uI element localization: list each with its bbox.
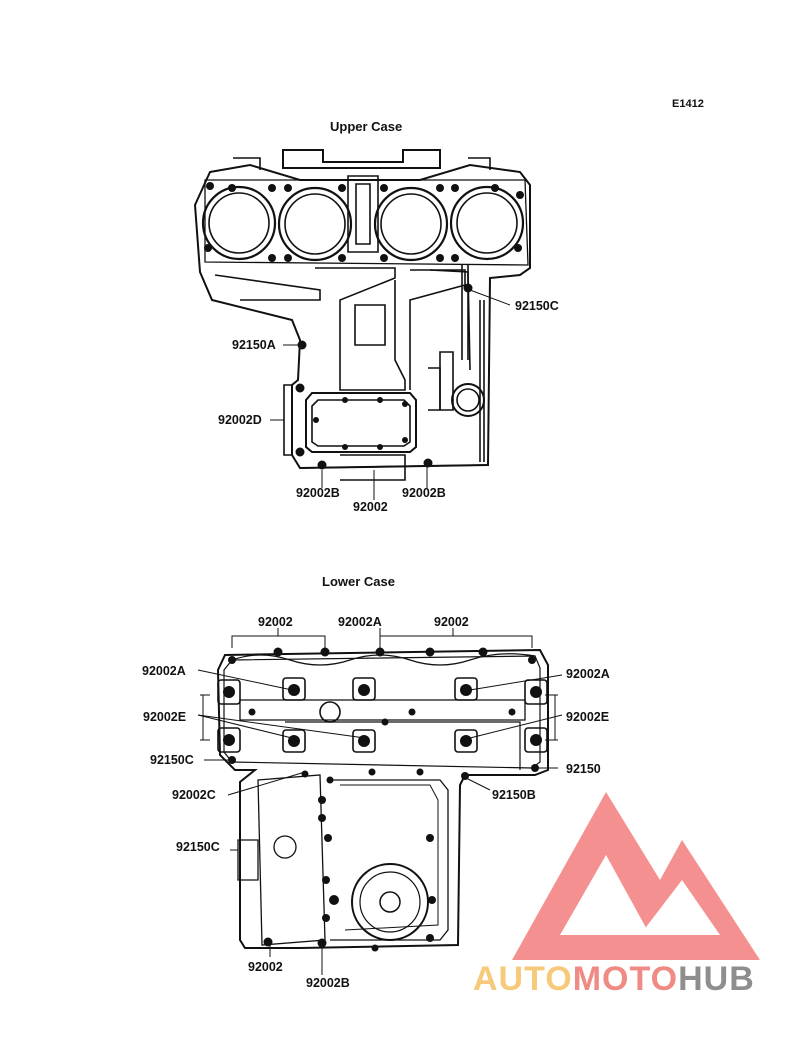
label-92150c-upper: 92150C (515, 299, 559, 313)
figure-code: E1412 (672, 98, 704, 110)
label-92002-lower-top-right: 92002 (434, 615, 469, 629)
watermark-hub: HUB (678, 960, 755, 998)
lower-case-title: Lower Case (322, 574, 395, 589)
upper-bolt-holes (204, 182, 524, 470)
label-92002a-lower-top-mid: 92002A (338, 615, 382, 629)
label-92002e-lower-left: 92002E (143, 710, 187, 724)
upper-case-title: Upper Case (330, 119, 403, 134)
label-92150-lower-right: 92150 (566, 762, 601, 776)
label-92002b-lower-bottom: 92002B (306, 976, 350, 990)
label-92002b-upper-right: 92002B (402, 486, 446, 500)
label-92002a-lower-right: 92002A (566, 667, 610, 681)
label-92150a-upper: 92150A (232, 338, 276, 352)
watermark-logo-icon (512, 792, 760, 960)
label-92150c-lower-side: 92150C (176, 840, 220, 854)
label-92002c-lower-left: 92002C (172, 788, 216, 802)
label-92002a-lower-left: 92002A (142, 664, 186, 678)
label-92150b-lower-right: 92150B (492, 788, 536, 802)
lower-case-drawing (198, 628, 562, 975)
upper-case-drawing (195, 150, 530, 500)
label-92002-upper: 92002 (353, 500, 388, 514)
label-92002-lower-bottom: 92002 (248, 960, 283, 974)
label-92150c-lower-left: 92150C (150, 753, 194, 767)
watermark-auto: AUTO (473, 960, 573, 998)
watermark-moto: MOTO (572, 960, 679, 998)
label-92002e-lower-right: 92002E (566, 710, 610, 724)
label-92002d-upper: 92002D (218, 413, 262, 427)
lower-bolt-holes (223, 647, 542, 952)
label-92002b-upper-left: 92002B (296, 486, 340, 500)
label-92002-lower-top-left: 92002 (258, 615, 293, 629)
watermark-text: AUTOMOTOHUB (473, 960, 755, 999)
